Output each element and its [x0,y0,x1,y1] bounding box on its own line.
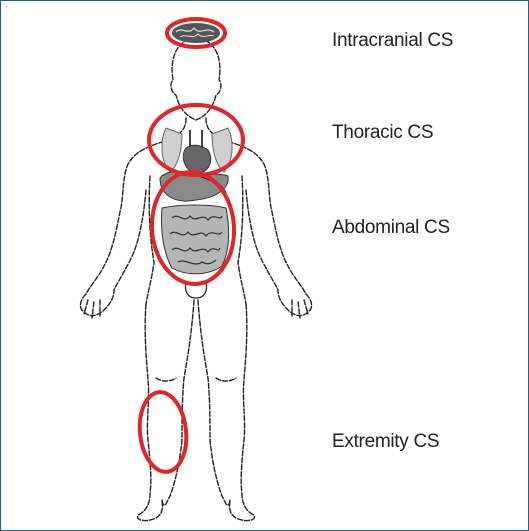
brain-illustration [172,23,220,43]
intracranial-label: Intracranial CS [332,30,453,52]
abdominal-label: Abdominal CS [332,217,450,239]
body-outline [80,38,311,521]
thoracic-organs [162,128,232,174]
thoracic-label: Thoracic CS [332,122,433,144]
extremity-label: Extremity CS [332,431,439,453]
